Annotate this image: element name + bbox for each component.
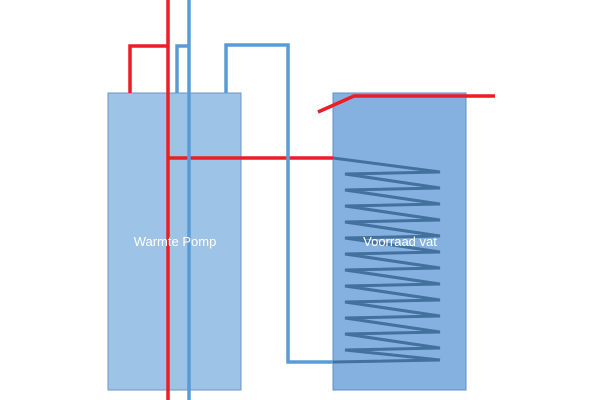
storage-tank-label: Voorraad vat xyxy=(363,234,437,249)
storage-tank xyxy=(332,92,467,391)
cold-return-pipe xyxy=(224,43,333,364)
hot-supply-pipe xyxy=(128,44,168,93)
heat-pump-tank xyxy=(107,92,242,391)
heat-pump-label: Warmte Pomp xyxy=(134,234,217,249)
cold-feed-pipe xyxy=(175,44,189,93)
hot-outlet-pipe xyxy=(317,94,495,114)
heat-exchanger-coil xyxy=(332,156,441,364)
